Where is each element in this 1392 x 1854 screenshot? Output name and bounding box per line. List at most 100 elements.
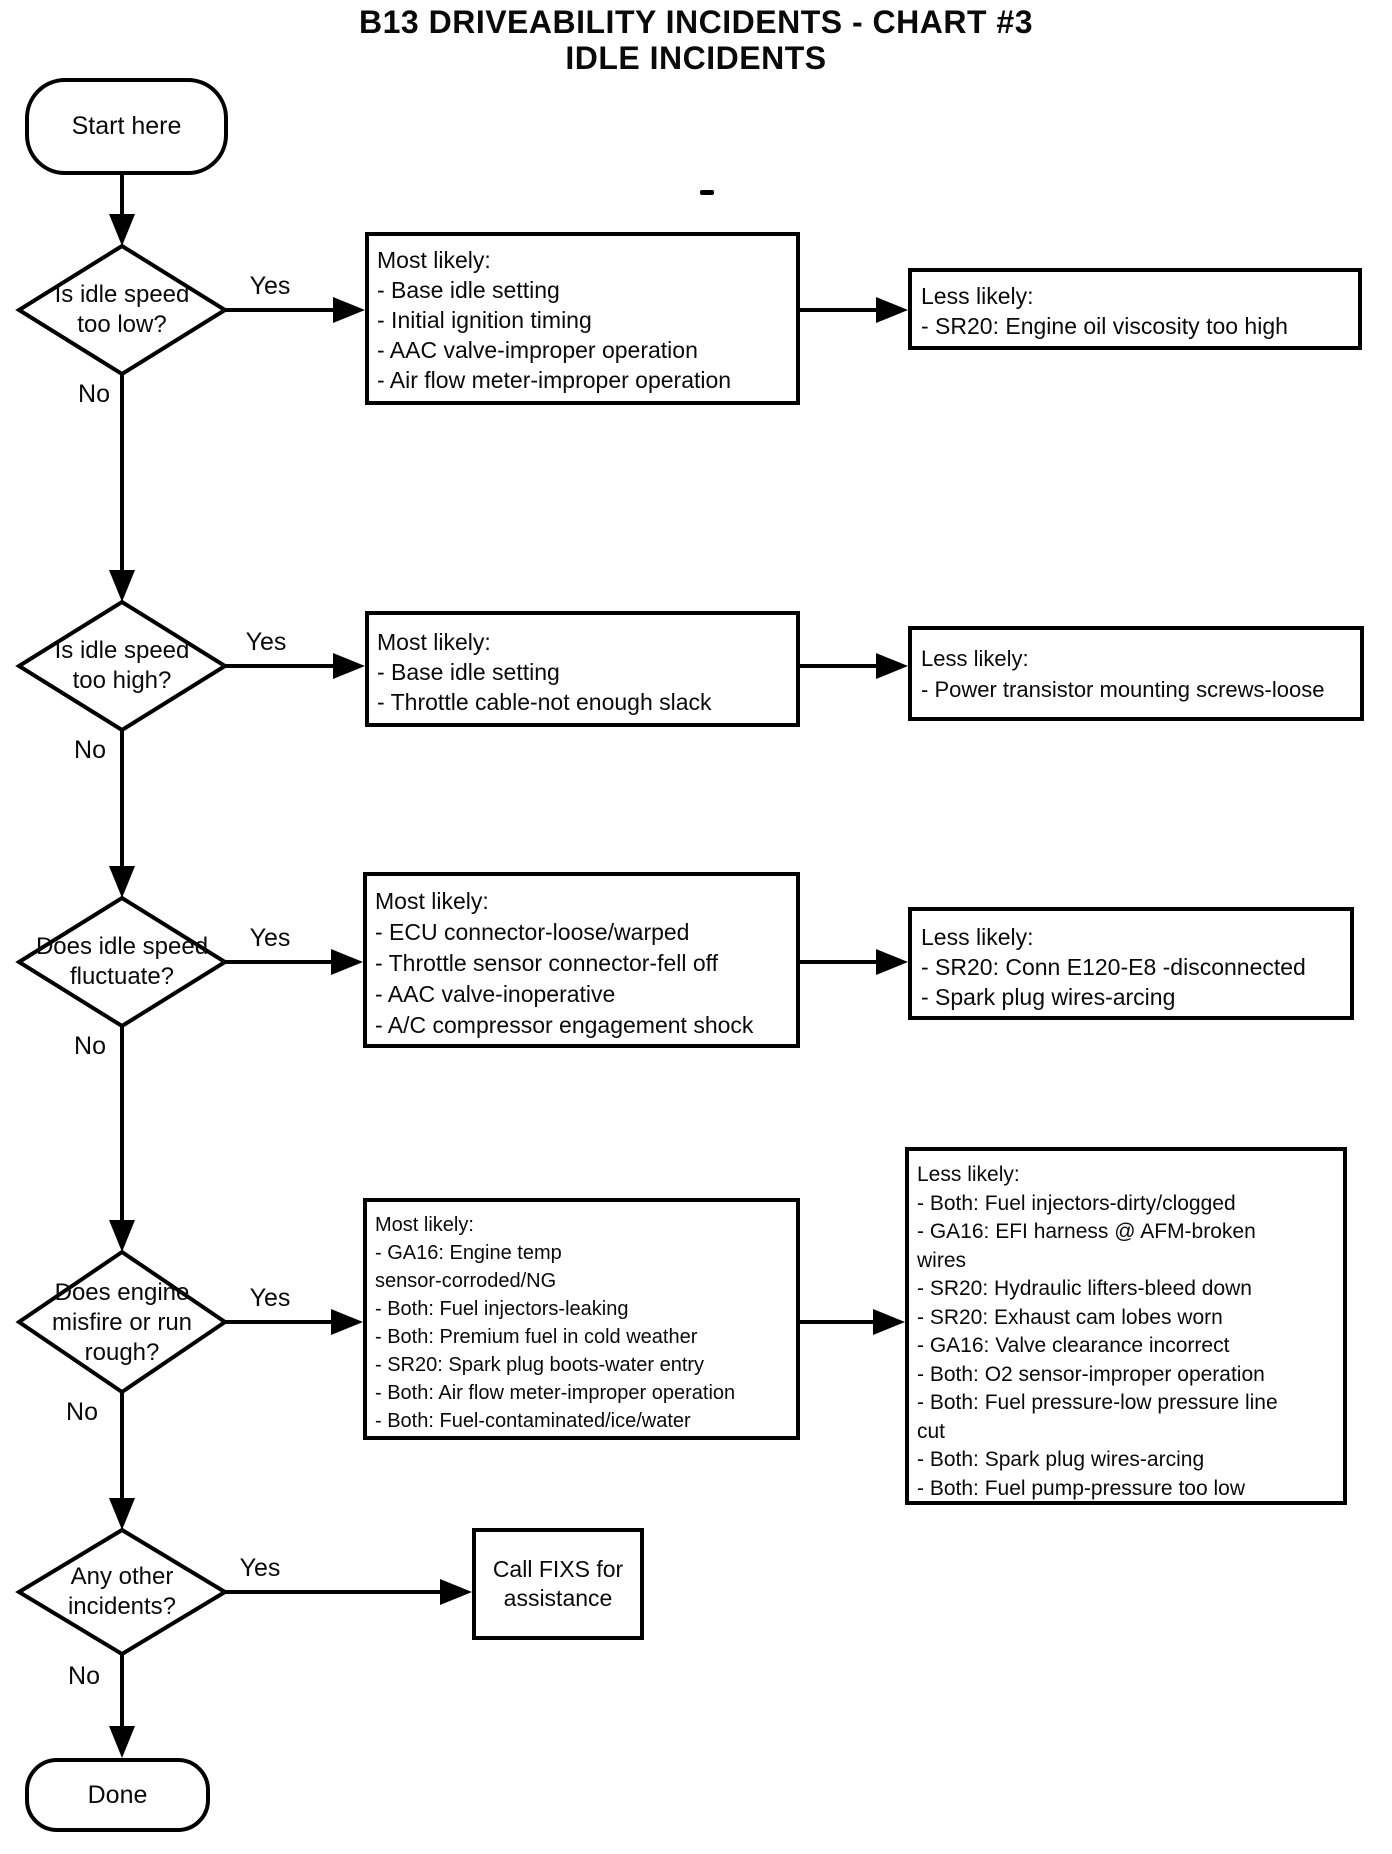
text-line: - SR20: Spark plug boots-water entry <box>375 1354 705 1376</box>
text-line: Is idle speed <box>54 281 190 308</box>
text-line: Does engine <box>54 1279 190 1306</box>
text-line: Most likely: <box>375 888 489 914</box>
text-line: - Both: Fuel pump-pressure too low <box>917 1476 1245 1500</box>
done-terminal: Done <box>25 1758 210 1832</box>
yes-label-2: Yes <box>245 628 287 656</box>
decision-diamond-5 <box>15 1527 229 1657</box>
page-title: B13 DRIVEABILITY INCIDENTS - CHART #3 <box>359 4 1033 40</box>
no-label-4: No <box>66 1398 98 1426</box>
connector-d5-to-done <box>109 1654 135 1758</box>
yes-label-4: Yes <box>249 1284 291 1312</box>
text-line: - ECU connector-loose/warped <box>375 919 690 945</box>
text-line: - Power transistor mounting screws-loose <box>921 677 1325 702</box>
text-line: - Spark plug wires-arcing <box>921 984 1176 1010</box>
less-likely-box-1: Less likely: - SR20: Engine oil viscosity… <box>908 268 1362 350</box>
start-label: Start here <box>71 112 182 140</box>
yes-label-5: Yes <box>239 1554 281 1582</box>
decision-diamond-4 <box>15 1249 229 1395</box>
connector-d3-yes <box>225 949 363 975</box>
text-line: - A/C compressor engagement shock <box>375 1012 754 1038</box>
text-line: Most likely: <box>377 629 491 655</box>
connector-d1-yes <box>225 297 365 323</box>
text-line: - Throttle cable-not enough slack <box>377 689 712 715</box>
text-line: - Throttle sensor connector-fell off <box>375 950 719 976</box>
no-label-3: No <box>74 1032 106 1060</box>
text-line: rough? <box>84 1339 160 1366</box>
start-terminal: Start here <box>25 78 228 175</box>
text-line: - GA16: Engine temp <box>375 1242 562 1264</box>
text-line: - SR20: Exhaust cam lobes worn <box>917 1305 1223 1329</box>
text-line: Any other <box>70 1563 174 1590</box>
text-line: - AAC valve-improper operation <box>377 337 698 363</box>
text-line: - Base idle setting <box>377 277 560 303</box>
decision-5-label: Any other incidents? <box>20 1562 224 1622</box>
text-line: - AAC valve-inoperative <box>375 981 616 1007</box>
text-line: - Both: Fuel pressure-low pressure line <box>917 1391 1278 1414</box>
text-line: Does idle speed <box>35 933 209 960</box>
text-line: sensor-corroded/NG <box>375 1270 557 1292</box>
text-line: wires <box>917 1248 967 1272</box>
text-line: - GA16: Valve clearance incorrect <box>917 1334 1230 1357</box>
connector-d3-to-d4 <box>109 1026 135 1252</box>
decision-diamond-1 <box>15 243 229 377</box>
text-line: - Both: O2 sensor-improper operation <box>917 1362 1265 1386</box>
text-line: - Air flow meter-improper operation <box>377 367 732 393</box>
connector-d5-yes <box>225 1579 472 1605</box>
text-line: - GA16: EFI harness @ AFM-broken <box>917 1220 1256 1243</box>
text-line: cut <box>917 1419 946 1443</box>
no-label-5: No <box>68 1662 100 1690</box>
connector-d2-to-d3 <box>109 730 135 898</box>
connector-d4-to-d5 <box>109 1392 135 1530</box>
decision-2-label: Is idle speed too high? <box>20 636 224 696</box>
connector-ml1-to-ll1 <box>800 297 908 323</box>
text-line: - Both: Air flow meter-improper operatio… <box>375 1382 736 1404</box>
most-likely-box-2: Most likely: - Base idle setting - Throttl… <box>365 611 800 727</box>
connector-start-to-d1 <box>109 175 135 246</box>
text-line: - SR20: Hydraulic lifters-bleed down <box>917 1277 1252 1300</box>
most-likely-box-3: Most likely: - ECU connector-loose/warped… <box>363 872 800 1048</box>
text-line: - Both: Spark plug wires-arcing <box>917 1448 1205 1471</box>
decision-3-label: Does idle speed fluctuate? <box>20 932 224 992</box>
text-line: Call FIXS for <box>492 1556 624 1582</box>
connector-d4-yes <box>225 1309 363 1335</box>
text-line: Less likely: <box>921 646 1029 671</box>
no-label-2: No <box>74 736 106 764</box>
text-line: incidents? <box>67 1593 177 1620</box>
text-line: - SR20: Engine oil viscosity too high <box>921 313 1288 339</box>
decision-1-label: Is idle speed too low? <box>20 280 224 340</box>
text-line: Most likely: <box>375 1214 474 1236</box>
text-line: Is idle speed <box>54 637 190 664</box>
less-likely-box-4: Less likely: - Both: Fuel injectors-dirty… <box>905 1147 1347 1505</box>
text-line: too high? <box>72 667 172 694</box>
connector-ml4-to-ll4 <box>800 1309 905 1335</box>
text-line: - Base idle setting <box>377 659 560 685</box>
done-label: Done <box>87 1780 148 1809</box>
text-line: Less likely: <box>917 1163 1020 1186</box>
connector-d1-to-d2 <box>109 374 135 602</box>
yes-label-1: Yes <box>249 272 291 300</box>
text-line: - Both: Fuel-contaminated/ice/water <box>375 1410 691 1432</box>
decision-diamond-3 <box>15 895 229 1029</box>
connector-ml2-to-ll2 <box>800 653 908 679</box>
text-line: - Both: Fuel injectors-dirty/clogged <box>917 1191 1236 1215</box>
text-line: Less likely: <box>921 283 1034 309</box>
text-line: - Both: Fuel injectors-leaking <box>375 1298 629 1320</box>
most-likely-box-1: Most likely: - Base idle setting - Initial… <box>365 232 800 405</box>
page-subtitle: IDLE INCIDENTS <box>565 40 827 76</box>
less-likely-box-2: Less likely: - Power transistor mounting … <box>908 626 1364 721</box>
connector-ml3-to-ll3 <box>800 949 908 975</box>
text-line: misfire or run <box>51 1309 193 1336</box>
most-likely-box-4: Most likely: - GA16: Engine temp sensor-co… <box>363 1198 800 1440</box>
text-line: - Both: Premium fuel in cold weather <box>375 1326 698 1348</box>
connector-d2-yes <box>225 653 365 679</box>
text-line: too low? <box>77 311 167 338</box>
decision-4-label: Does engine misfire or run rough? <box>20 1278 224 1368</box>
yes-label-3: Yes <box>249 924 291 952</box>
text-line: Less likely: <box>921 924 1034 950</box>
decision-diamond-2 <box>15 599 229 733</box>
text-line: - Initial ignition timing <box>377 307 592 333</box>
text-line: Most likely: <box>377 247 491 273</box>
text-line: fluctuate? <box>69 963 175 990</box>
